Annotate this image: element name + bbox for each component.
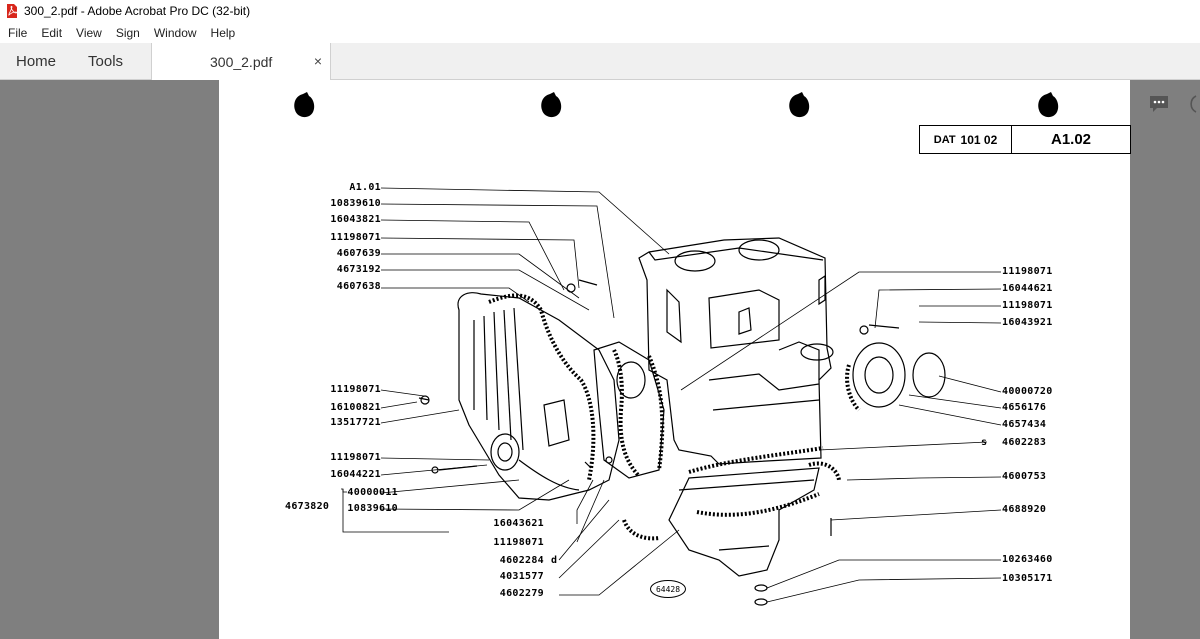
tab-tools[interactable]: Tools [88, 52, 124, 70]
part-number: 16044621 [1002, 283, 1053, 294]
figure-number: 64428 [650, 580, 686, 598]
comment-icon[interactable] [1148, 93, 1170, 115]
toolbar-right [1148, 93, 1200, 115]
part-prefix: s [981, 437, 988, 448]
dat-cell: DAT 101 02 [920, 126, 1012, 153]
part-number: 13517721 [330, 417, 381, 428]
part-number: 4656176 [1002, 402, 1047, 413]
part-number: 4688920 [1002, 504, 1047, 515]
menu-view[interactable]: View [76, 25, 102, 40]
help-icon[interactable] [1186, 93, 1200, 115]
part-number: 4031577 [499, 571, 544, 582]
part-number: 10305171 [1002, 573, 1053, 584]
leader-lines [341, 187, 1002, 603]
exploded-engine-diagram [294, 92, 1059, 606]
part-number: 40000011 [347, 487, 398, 498]
part-number: 10839610 [347, 503, 398, 514]
menu-sign[interactable]: Sign [115, 25, 140, 40]
part-number: 10839610 [330, 198, 381, 209]
part-number: 4607639 [336, 248, 381, 259]
sheet-number: A1.02 [1050, 131, 1092, 148]
part-number: 16100821 [330, 402, 381, 413]
pdf-page: DAT 101 02 A1.02 A1.01 10839610 16043821… [219, 80, 1131, 639]
binder-holes [294, 92, 1059, 118]
tab-document[interactable]: 300_2.pdf × [151, 43, 331, 80]
part-number: 4602279 [499, 588, 544, 599]
part-number: 16043821 [330, 214, 381, 225]
part-number: 16044221 [330, 469, 381, 480]
part-number: 11198071 [330, 452, 381, 463]
part-number: 11198071 [1002, 266, 1053, 277]
part-number: 11198071 [330, 232, 381, 243]
tab-bar: Home Tools 300_2.pdf × [0, 43, 1200, 113]
part-number: 4602283 [1002, 437, 1047, 448]
menu-window[interactable]: Window [153, 25, 197, 40]
pdf-icon [7, 4, 18, 18]
menu-help[interactable]: Help [210, 25, 236, 40]
part-number: 4607638 [336, 281, 381, 292]
window-title: 300_2.pdf - Adobe Acrobat Pro DC (32-bit… [24, 4, 251, 18]
part-number: 10263460 [1002, 554, 1053, 565]
part-number: 11198071 [330, 384, 381, 395]
title-bar: 300_2.pdf - Adobe Acrobat Pro DC (32-bit… [0, 0, 1200, 22]
part-number: A1.01 [349, 182, 381, 193]
menu-bar: File Edit View Sign Window Help [0, 22, 1200, 43]
dat-number: 101 02 [960, 132, 998, 147]
part-number: 11198071 [493, 537, 544, 548]
part-number: 4602284 [499, 555, 544, 566]
document-tab-label: 300_2.pdf [210, 53, 273, 70]
part-number: 4673192 [336, 264, 381, 275]
part-suffix: d [551, 555, 558, 566]
tab-home[interactable]: Home [16, 52, 57, 70]
menu-file[interactable]: File [8, 25, 28, 40]
part-number: 11198071 [1002, 300, 1053, 311]
part-number: 16043621 [493, 518, 544, 529]
dat-label: DAT [933, 133, 956, 146]
menu-edit[interactable]: Edit [41, 25, 63, 40]
part-number: 4657434 [1002, 419, 1047, 430]
part-number: 4600753 [1002, 471, 1047, 482]
sheet-reference-box: DAT 101 02 A1.02 [919, 125, 1131, 154]
part-number: 40000720 [1002, 386, 1053, 397]
part-number: 16043921 [1002, 317, 1053, 328]
close-icon[interactable]: × [313, 53, 322, 69]
group-label: 4673820 [285, 501, 330, 512]
